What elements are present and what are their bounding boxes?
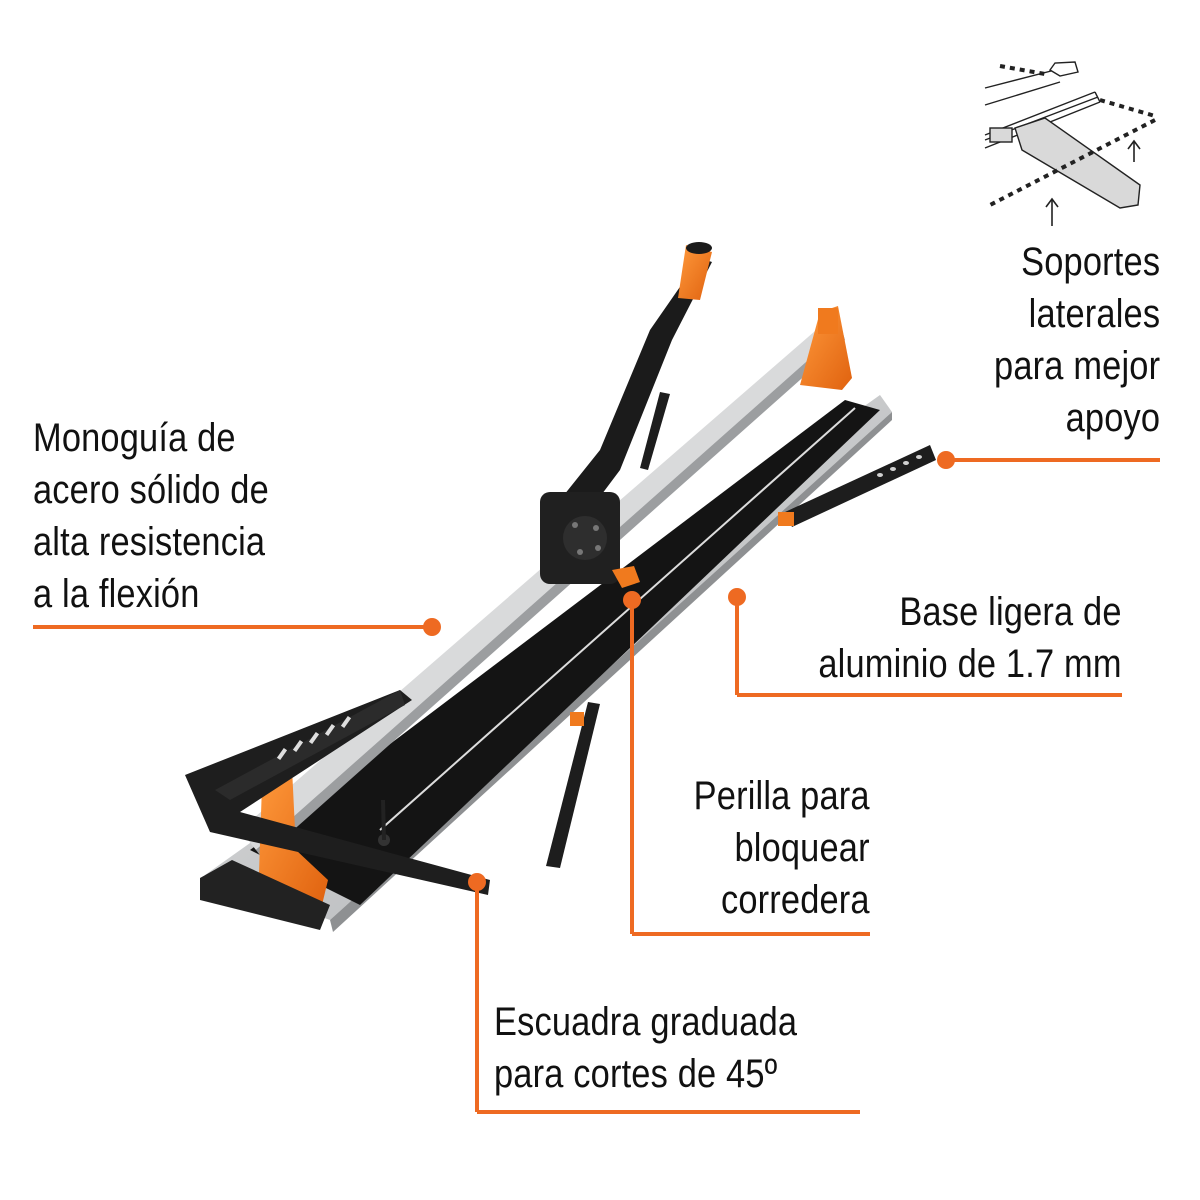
callout-text-line: aluminio de 1.7 mm (818, 642, 1122, 686)
callout-text-line: para cortes de 45º (494, 1052, 778, 1096)
folding-leg (546, 702, 600, 868)
cutting-head (540, 492, 620, 584)
cutting-lever (560, 242, 712, 512)
callout-escuadra: Escuadra graduada para cortes de 45º (494, 996, 797, 1100)
arrow-up-icon (1045, 197, 1059, 226)
callout-base-aluminio: Base ligera de aluminio de 1.7 mm (819, 586, 1122, 690)
arrow-up-icon (1127, 139, 1141, 162)
callout-text-line: Soportes (1020, 240, 1160, 284)
callout-text-line: laterales (1028, 292, 1160, 336)
angle-square (185, 690, 490, 895)
front-end-cap (200, 860, 330, 930)
callout-monoguia: Monoguía de acero sólido de alta resiste… (33, 412, 269, 620)
side-support-arm-right (778, 445, 936, 527)
lock-knob (612, 566, 640, 588)
callout-text-line: Monoguía de (33, 416, 236, 460)
guide-rail (240, 318, 845, 858)
callout-text-line: apoyo (1065, 396, 1160, 440)
callout-text-line: acero sólido de (33, 468, 269, 512)
callout-text-line: corredera (721, 878, 870, 922)
callout-text-line: alta resistencia (33, 520, 266, 564)
callout-text-line: Perilla para (693, 774, 870, 818)
rear-rail-support (800, 306, 852, 390)
callout-text-line: para mejor (993, 344, 1160, 388)
callout-perilla: Perilla para bloquear corredera (694, 770, 870, 926)
callout-text-line: a la flexión (33, 572, 200, 616)
callout-text-line: Escuadra graduada (494, 1000, 798, 1044)
callout-soportes-laterales: Soportes laterales para mejor apoyo (994, 236, 1160, 444)
callout-text-line: Base ligera de (899, 590, 1122, 634)
callout-text-line: bloquear (734, 826, 870, 870)
side-support-inset-diagram (984, 61, 1156, 226)
callout-lines (33, 451, 1160, 1114)
rear-leg (640, 392, 670, 470)
